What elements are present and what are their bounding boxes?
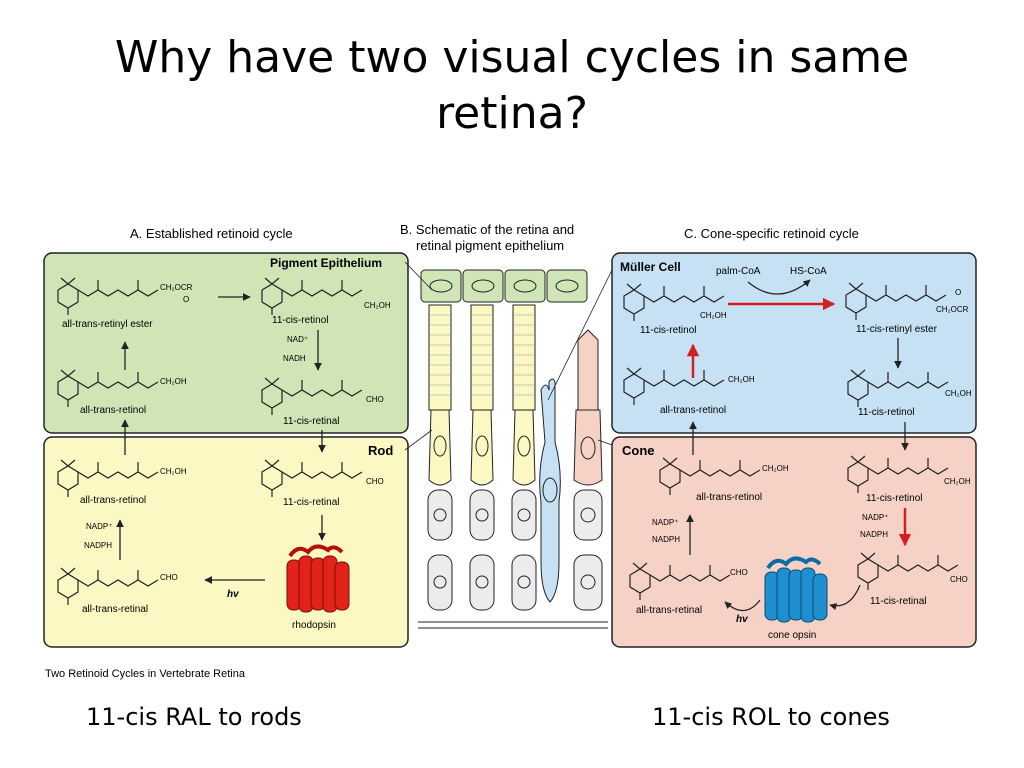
chem-ch2ocr-a: CH₂OCR	[160, 283, 193, 292]
label-11cis-retinol-a: 11-cis-retinol	[272, 315, 329, 326]
chem-ch2oh-c1: CH₂OH	[700, 311, 727, 320]
panel-c-heading: C. Cone-specific retinoid cycle	[684, 226, 859, 241]
chem-palm-coa: palm-CoA	[716, 266, 761, 277]
chem-o-c: O	[955, 288, 961, 297]
chem-ch2ocr-c: CH₂OCR	[936, 305, 969, 314]
arrow-retinal-to-opsin	[829, 584, 861, 611]
panel-c-cone-box	[611, 436, 977, 648]
chem-ch2oh-a3: CH₂OH	[160, 467, 187, 476]
slide-title-line1: Why have two visual cycles in same	[114, 32, 910, 83]
slide-title: Why have two visual cycles in same retin…	[0, 30, 1024, 142]
label-retinyl-ester: all-trans-retinyl ester	[62, 319, 153, 330]
label-all-trans-retinol-a-bottom: all-trans-retinol	[80, 495, 146, 506]
chem-nadp-a: NADP⁺	[86, 522, 112, 531]
chem-ch2oh-c4: CH₂OH	[762, 464, 789, 473]
chem-ch2oh-c3: CH₂OH	[945, 389, 972, 398]
label-11cis-retinal-a-bottom: 11-cis-retinal	[283, 497, 340, 508]
chem-nadp-c2: NADP⁺	[862, 513, 888, 522]
chem-nadph-c1: NADPH	[652, 535, 680, 544]
label-11cis-retinol-c-right: 11-cis-retinol	[858, 407, 915, 418]
chem-hs-coa: HS-CoA	[790, 266, 827, 277]
label-cis-retinyl-ester: 11-cis-retinyl ester	[856, 324, 938, 335]
label-11cis-retinal-a-top: 11-cis-retinal	[283, 416, 340, 427]
panel-a-heading: A. Established retinoid cycle	[130, 226, 293, 241]
chem-cho-a2: CHO	[366, 477, 384, 486]
cone-label: Cone	[622, 443, 655, 458]
label-all-trans-retinal-c: all-trans-retinal	[636, 605, 702, 616]
label-11cis-retinol-c-bottom: 11-cis-retinol	[866, 493, 923, 504]
chem-cho-a3: CHO	[160, 573, 178, 582]
chem-ch2oh-a2: CH₂OH	[160, 377, 187, 386]
chem-cho-a1: CHO	[366, 395, 384, 404]
chem-cho-c2: CHO	[950, 575, 968, 584]
arrow-coa-curve	[747, 279, 811, 295]
chem-ch2oh-c5: CH₂OH	[944, 477, 971, 486]
chem-nadph-a: NADPH	[84, 541, 112, 550]
chem-nadp-c1: NADP⁺	[652, 518, 678, 527]
caption-cones: 11-cis ROL to cones	[652, 703, 890, 731]
caption-rods: 11-cis RAL to rods	[86, 703, 302, 731]
label-cone-opsin: cone opsin	[768, 630, 816, 641]
chem-ch2oh-c2: CH₂OH	[728, 375, 755, 384]
chem-cho-c1: CHO	[730, 568, 748, 577]
panel-b-heading-line1: B. Schematic of the retina and	[400, 222, 574, 237]
label-11cis-retinal-c: 11-cis-retinal	[870, 596, 927, 607]
rhodopsin-protein	[286, 544, 350, 613]
chem-o-a: O	[183, 295, 189, 304]
slide-title-line2: retina?	[436, 88, 588, 139]
retina-schematic	[404, 261, 613, 629]
chem-nadph-c2: NADPH	[860, 530, 888, 539]
label-11cis-retinol-c-top: 11-cis-retinol	[640, 325, 697, 336]
label-all-trans-retinol-c-bottom: all-trans-retinol	[696, 492, 762, 503]
pigment-epithelium-label: Pigment Epithelium	[270, 256, 382, 270]
panel-c-muller-box	[611, 252, 977, 434]
hv-label-c: hv	[736, 614, 749, 625]
panel-b-heading-line2: retinal pigment epithelium	[416, 238, 564, 253]
muller-cell-label: Müller Cell	[620, 260, 681, 274]
label-rhodopsin: rhodopsin	[292, 620, 336, 631]
hv-label-a: hv	[227, 589, 240, 600]
arrow-opsin-to-retinal	[724, 599, 761, 612]
panel-a-rpe-box	[43, 252, 409, 434]
cone-opsin-protein	[764, 556, 828, 623]
label-all-trans-retinol-a-top: all-trans-retinol	[80, 405, 146, 416]
figure-caption: Two Retinoid Cycles in Vertebrate Retina	[45, 668, 246, 680]
chem-ch2oh-a1: CH₂OH	[364, 301, 391, 310]
label-all-trans-retinal-a: all-trans-retinal	[82, 604, 148, 615]
rod-label: Rod	[368, 443, 393, 458]
label-all-trans-retinol-c-top: all-trans-retinol	[660, 405, 726, 416]
chem-nad: NAD⁺	[287, 335, 308, 344]
chem-nadh: NADH	[283, 354, 306, 363]
